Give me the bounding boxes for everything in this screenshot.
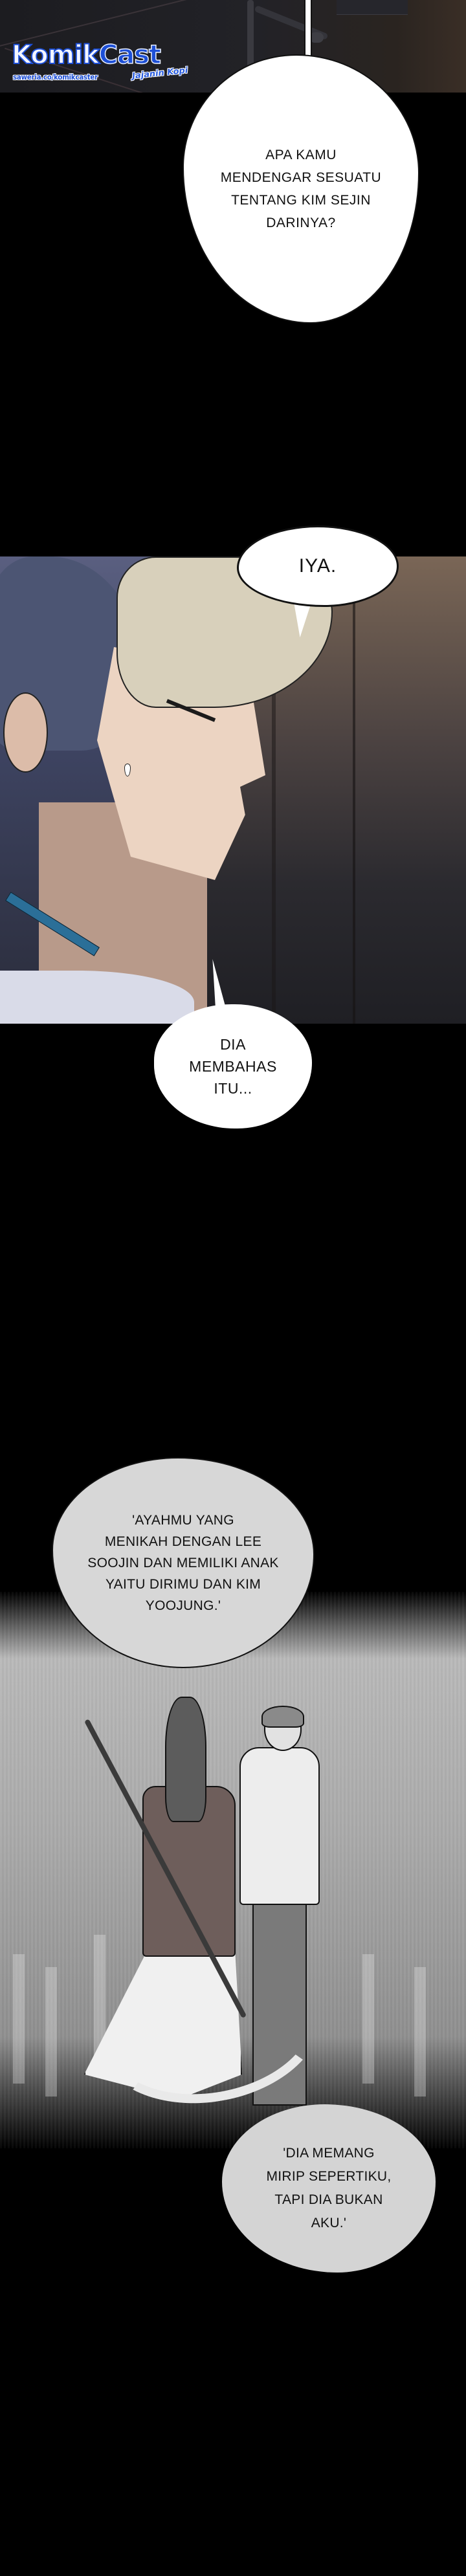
fog-pillar [362,1954,374,2084]
panel-foggy-scene [0,1592,466,2148]
bubble-text: DIA MEMBAHAS ITU... [189,1036,277,1097]
watermark-url: saweria.co/komikcaster [13,72,98,82]
panel-face-closeup [0,556,466,1024]
boy-hair [261,1706,304,1728]
chair-wheel [309,32,324,43]
watermark-logo: KomikCast saweria.co/komikcaster Jajanin… [11,39,188,85]
chair-post [247,0,254,71]
speech-bubble-3: DIA MEMBAHAS ITU... [154,1004,312,1128]
speech-bubble-4: 'AYAHMU YANG MENIKAH DENGAN LEE SOOJIN D… [52,1457,315,1668]
fog-pillar [45,1967,57,2097]
speech-bubble-1: APA KAMU MENDENGAR SESUATU TENTANG KIM S… [183,54,419,324]
brand-cast: Cast [98,39,162,71]
boy-legs [252,1896,307,2106]
bubble-tail [304,0,312,60]
sweat-drop-icon [124,764,131,776]
door-frame [272,556,276,1024]
fog-pillar [94,1935,105,2064]
bubble-text: IYA. [298,555,337,577]
fog-pillar [13,1954,25,2084]
woman-hair [165,1697,206,1822]
door-frame [353,556,355,1024]
desk-edge [337,0,408,15]
brand-name: KomikCast [11,39,162,71]
brand-komik: Komik [11,39,100,71]
bubble-text: 'DIA MEMANG MIRIP SEPERTIKU, TAPI DIA BU… [266,2146,392,2230]
boy-body [239,1747,320,1905]
bubble-text: APA KAMU MENDENGAR SESUATU TENTANG KIM S… [220,148,382,230]
ear [3,692,48,773]
bubble-text: 'AYAHMU YANG MENIKAH DENGAN LEE SOOJIN D… [87,1512,279,1613]
fog-pillar [414,1967,426,2097]
speech-bubble-5: 'DIA MEMANG MIRIP SEPERTIKU, TAPI DIA BU… [222,2104,436,2273]
speech-bubble-2: IYA. [237,525,399,607]
